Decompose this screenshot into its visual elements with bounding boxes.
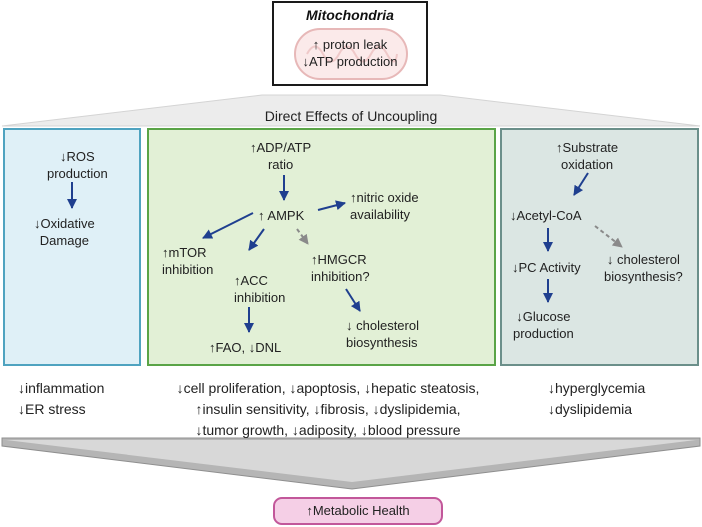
substrate-line1: ↑Substrate bbox=[556, 140, 619, 155]
mtor-node: ↑mTOR inhibition bbox=[162, 244, 213, 278]
mitochondria-title: Mitochondria bbox=[306, 7, 394, 23]
right-effect-2: ↓dyslipidemia bbox=[548, 401, 633, 417]
nitric-oxide-line1: ↑nitric oxide bbox=[350, 190, 419, 205]
fao-dnl-node: ↑FAO, ↓DNL bbox=[209, 340, 282, 355]
ros-node: ↓ROS production bbox=[47, 148, 108, 182]
glucose-line1: ↓Glucose bbox=[516, 309, 571, 324]
adp-atp-line1: ↑ADP/ATP bbox=[250, 140, 312, 155]
cholesterol-line1: ↓ cholesterol bbox=[346, 318, 419, 333]
mtor-line2: inhibition bbox=[162, 262, 214, 277]
arrow-ampk-to-mtor bbox=[202, 212, 254, 239]
proton-leak-text: ↑ proton leak bbox=[312, 37, 388, 52]
acetyl-coa-node: ↓Acetyl-CoA bbox=[510, 208, 582, 223]
arrow-substrate-to-acetyl-coa bbox=[573, 172, 589, 196]
nitric-oxide-line2: availability bbox=[350, 207, 410, 222]
hmgcr-line1: ↑HMGCR bbox=[311, 252, 367, 267]
substrate-line2: oxidation bbox=[561, 157, 614, 172]
pc-activity-node: ↓PC Activity bbox=[512, 260, 581, 275]
arrow-ampk-to-nitric-oxide bbox=[317, 200, 346, 211]
mitochondria-box: Mitochondria ↑ proton leak ↓ATP producti… bbox=[272, 1, 428, 86]
oxidative-line1: ↓Oxidative bbox=[34, 216, 95, 231]
atp-production-text: ↓ATP production bbox=[302, 54, 398, 69]
ros-line2: production bbox=[47, 166, 108, 181]
cholesterol-biosynthesis-node: ↓ cholesterol biosynthesis bbox=[346, 317, 419, 351]
right-effects: ↓hyperglycemia ↓dyslipidemia bbox=[548, 378, 645, 420]
left-effects: ↓inflammation ↓ER stress bbox=[18, 378, 104, 420]
middle-panel bbox=[147, 128, 496, 366]
mitochondrion-icon bbox=[294, 28, 408, 80]
section-title: Direct Effects of Uncoupling bbox=[264, 108, 438, 124]
right-panel bbox=[500, 128, 699, 366]
right-cholesterol-line1: ↓ cholesterol bbox=[606, 252, 680, 267]
middle-effects: ↓cell proliferation, ↓apoptosis, ↓hepati… bbox=[158, 378, 498, 441]
acc-line2: inhibition bbox=[234, 290, 286, 305]
acc-line1: ↑ACC bbox=[234, 273, 268, 288]
glucose-production-node: ↓Glucose production bbox=[513, 308, 574, 342]
middle-effect-3: ↓tumor growth, ↓adiposity, ↓blood pressu… bbox=[195, 422, 461, 438]
cholesterol-line2: biosynthesis bbox=[346, 335, 418, 350]
left-panel bbox=[3, 128, 141, 366]
right-effect-1: ↓hyperglycemia bbox=[548, 380, 646, 396]
adp-atp-node: ↑ADP/ATP ratio bbox=[250, 139, 311, 173]
top-funnel-shape bbox=[1, 94, 701, 127]
right-cholesterol-node: ↓ cholesterol biosynthesis? bbox=[604, 251, 683, 285]
metabolic-health-box: ↑Metabolic Health bbox=[273, 497, 443, 525]
left-effect-2: ↓ER stress bbox=[18, 401, 86, 417]
middle-effect-2: ↑insulin sensitivity, ↓fibrosis, ↓dyslip… bbox=[195, 401, 461, 417]
arrow-acetyl-coa-to-cholesterol bbox=[594, 225, 623, 248]
ampk-node: ↑ AMPK bbox=[258, 208, 305, 223]
middle-effect-1: ↓cell proliferation, ↓apoptosis, ↓hepati… bbox=[176, 380, 480, 396]
arrow-ampk-to-acc bbox=[248, 228, 265, 251]
substrate-oxidation-node: ↑Substrate oxidation bbox=[556, 139, 618, 173]
oxidative-line2: Damage bbox=[39, 233, 89, 248]
bottom-chevron-highlight bbox=[6, 440, 696, 482]
adp-atp-line2: ratio bbox=[267, 157, 294, 172]
oxidative-damage-node: ↓Oxidative Damage bbox=[34, 215, 95, 249]
hmgcr-node: ↑HMGCR inhibition? bbox=[311, 251, 370, 285]
left-effect-1: ↓inflammation bbox=[18, 380, 105, 396]
arrow-ampk-to-hmgcr bbox=[296, 228, 309, 245]
ros-line1: ↓ROS bbox=[60, 149, 95, 164]
hmgcr-line2: inhibition? bbox=[311, 269, 370, 284]
right-cholesterol-line2: biosynthesis? bbox=[604, 269, 683, 284]
glucose-line2: production bbox=[513, 326, 574, 341]
nitric-oxide-node: ↑nitric oxide availability bbox=[350, 189, 419, 223]
arrow-hmgcr-to-cholesterol bbox=[345, 288, 361, 312]
mtor-line1: ↑mTOR bbox=[162, 245, 207, 260]
acc-node: ↑ACC inhibition bbox=[234, 272, 285, 306]
